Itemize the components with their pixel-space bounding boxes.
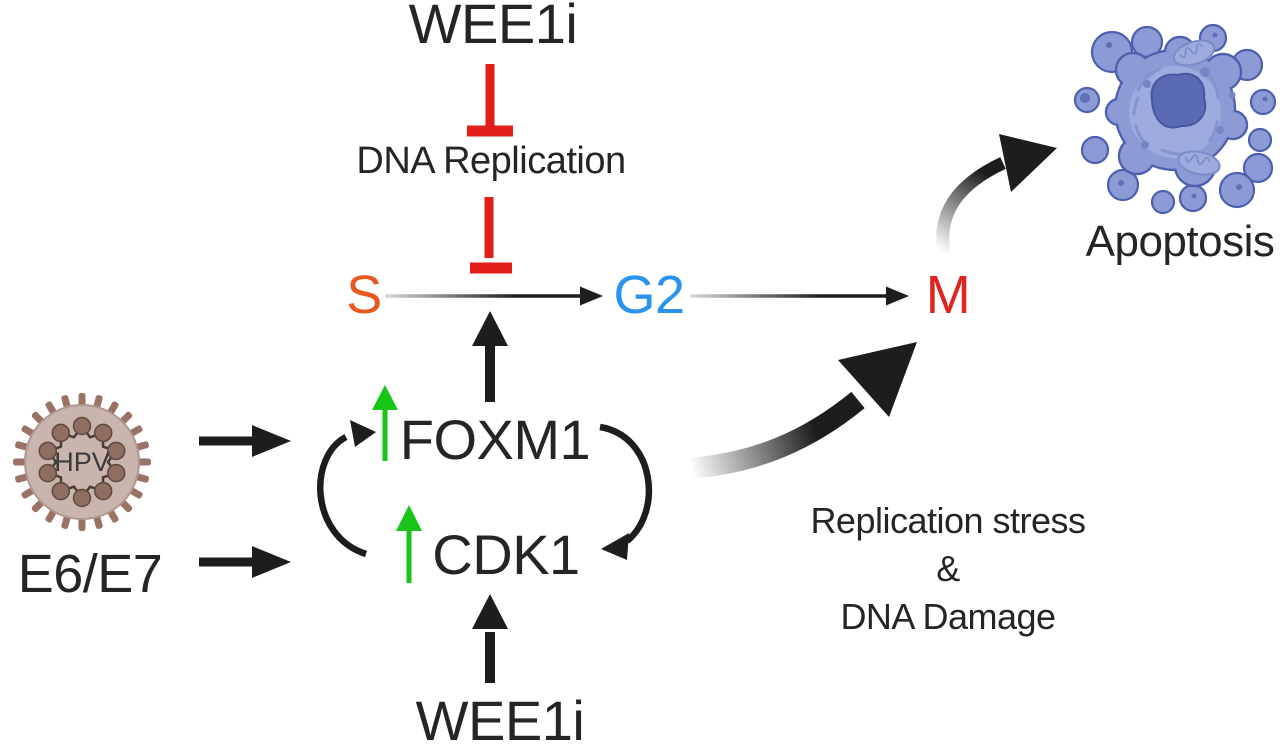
foxm1-green-up-arrow-icon xyxy=(372,385,398,461)
inhibition-tbar-top-icon xyxy=(467,64,513,137)
cdk1-label: CDK1 xyxy=(432,523,580,586)
phase-m-label: M xyxy=(925,265,971,325)
mitochondrion-top xyxy=(1172,39,1216,67)
s-to-g2-arrow xyxy=(385,286,603,306)
e6e7-to-cdk1-arrow xyxy=(199,546,291,578)
hpv-virion-icon: HPV xyxy=(13,393,151,531)
hpv-virus-label: HPV xyxy=(54,447,110,477)
stress-line-1: Replication stress xyxy=(810,500,1086,541)
capsid-proteins xyxy=(38,416,126,508)
bleb-dots xyxy=(1080,32,1268,199)
cell-granules xyxy=(1141,67,1236,149)
apoptotic-cell-icon xyxy=(1073,23,1277,215)
stress-line-3: DNA Damage xyxy=(840,596,1056,637)
foxm1-label: FOXM1 xyxy=(399,408,591,471)
stress-line-2: & xyxy=(936,548,960,589)
inhibition-tbar-mid-icon xyxy=(470,197,512,274)
phase-g2-label: G2 xyxy=(613,265,685,325)
hpv-to-foxm1-arrow xyxy=(199,425,291,457)
foxm1-up-arrow xyxy=(472,311,508,402)
cdk1-green-up-arrow-icon xyxy=(396,505,422,583)
replication-stress-label: Replication stress & DNA Damage xyxy=(810,497,1086,641)
phase-s-label: S xyxy=(346,265,382,325)
replication-stress-arrow xyxy=(691,342,917,479)
dna-replication-label: DNA Replication xyxy=(356,140,626,182)
cycle-arc-right-icon xyxy=(599,423,653,560)
cell-nucleus xyxy=(1150,72,1207,129)
mitochondrion-bottom xyxy=(1177,150,1221,176)
e6e7-label: E6/E7 xyxy=(17,544,163,604)
apoptosis-label: Apoptosis xyxy=(1085,217,1275,266)
wee1i-top-label: WEE1i xyxy=(408,0,578,55)
wee1i-bottom-label: WEE1i xyxy=(415,689,585,752)
wee1i-bottom-arrow xyxy=(472,594,508,683)
g2-to-m-arrow xyxy=(690,286,909,306)
cycle-arc-left-icon xyxy=(317,420,376,558)
m-to-apoptosis-arrow xyxy=(936,134,1057,255)
